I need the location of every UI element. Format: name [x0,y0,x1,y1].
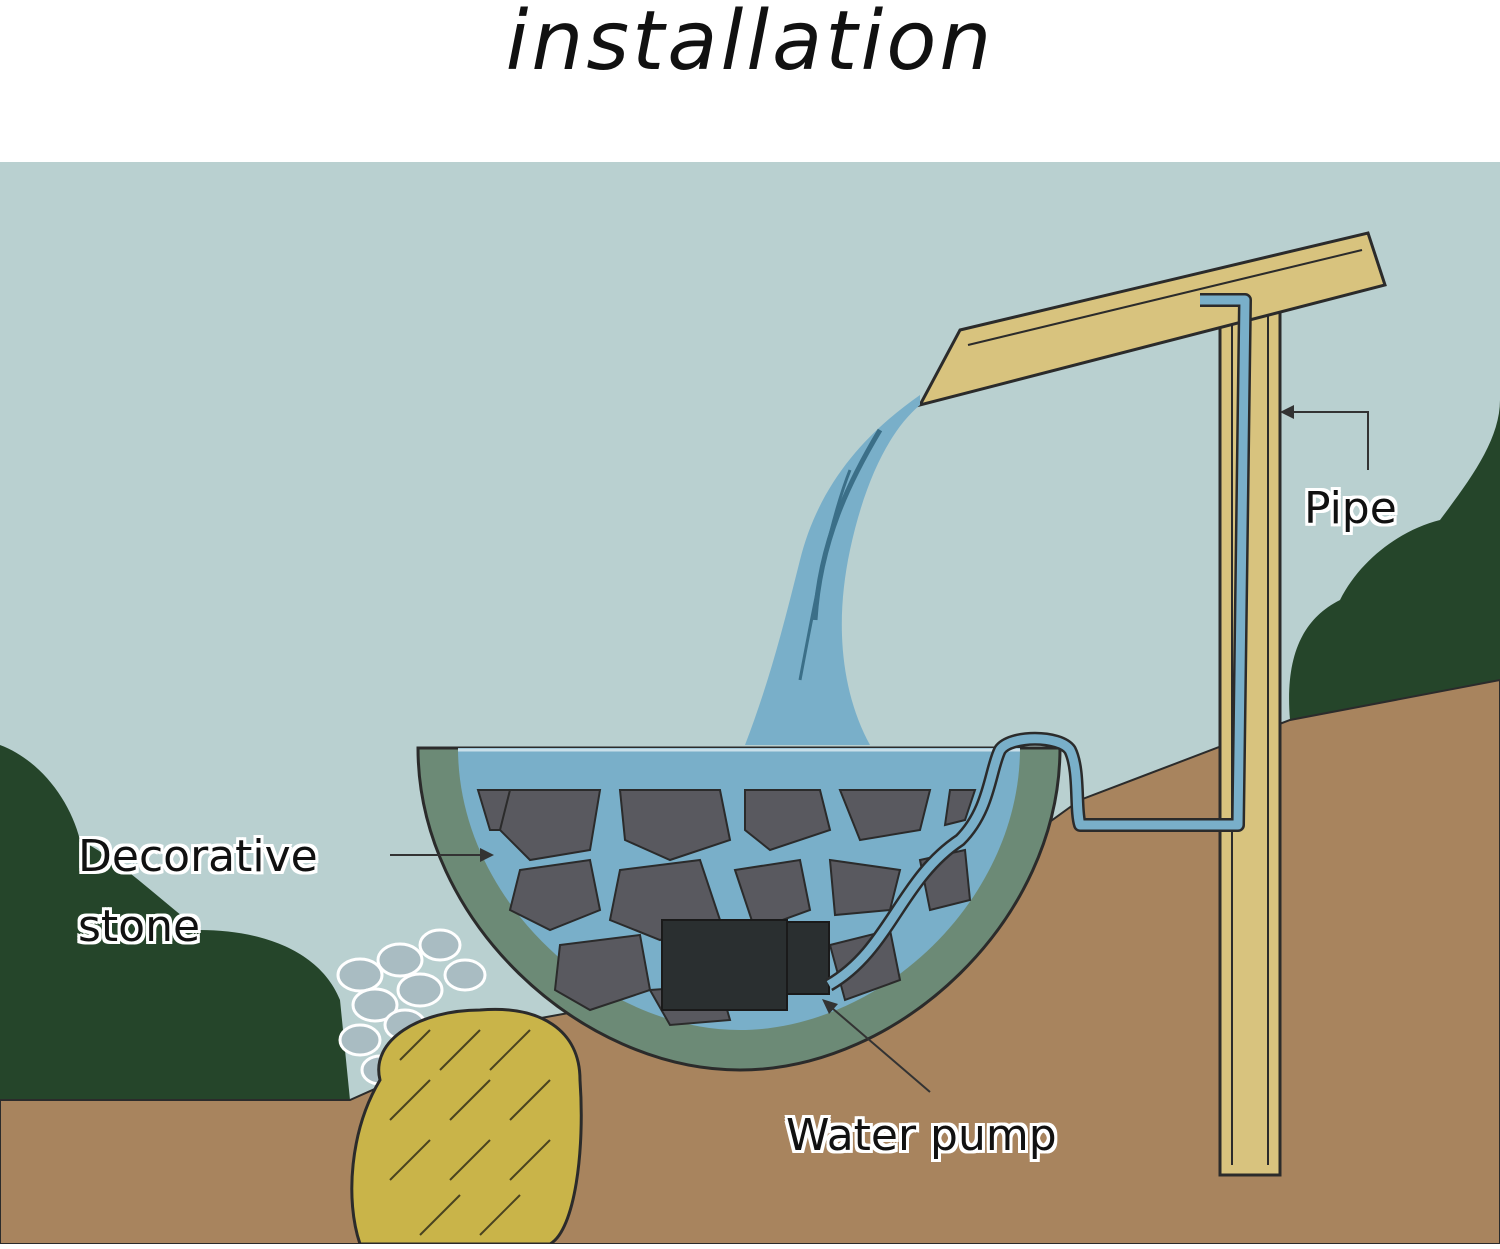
pipe-arrow-icon [1280,405,1294,419]
leader-lines [390,411,1369,1093]
gravel-pile [336,928,487,1086]
decorative-stone-label: Decorative stone [78,822,318,962]
water-pump-label: Water pump [786,1110,1057,1161]
water-pump [661,919,788,1011]
page-title: installation [505,0,995,89]
left-bush [0,745,350,1100]
water-chute [917,231,1387,408]
rock-hatching [389,1029,551,1236]
decorative-stones [476,789,977,1027]
stone-arrow-icon [480,848,494,862]
decorative-stone-label-line1: Decorative [78,831,318,882]
right-bush [1289,400,1500,720]
decorative-stone-label-line2: stone [78,901,201,952]
pump-arrow-icon [822,999,838,1014]
water-pump-outlet [786,921,830,995]
pipe-label: Pipe [1304,483,1397,534]
falling-water [745,395,920,745]
installation-diagram [0,162,1500,1244]
yellow-rock [350,1007,583,1244]
